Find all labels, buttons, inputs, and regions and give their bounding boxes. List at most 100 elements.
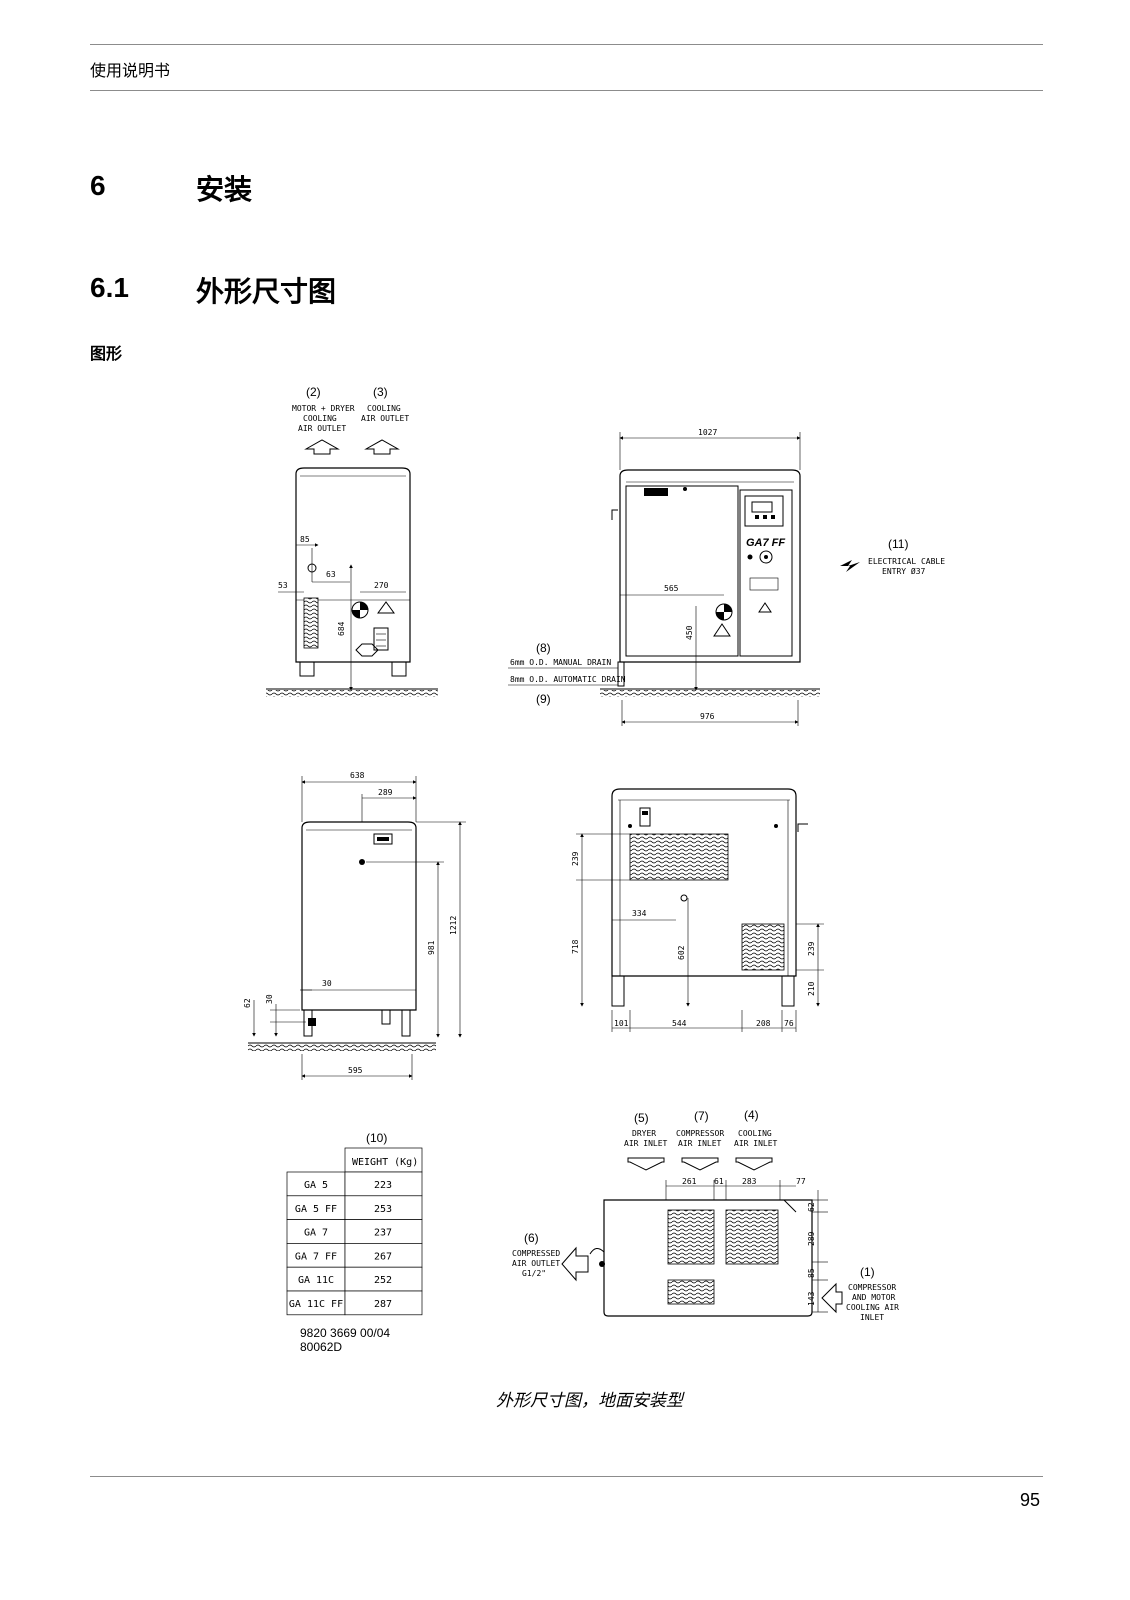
callout-1-text-3: COOLING AIR (846, 1303, 899, 1312)
callout-9-text: 8mm O.D. AUTOMATIC DRAIN (510, 675, 626, 684)
page-number: 95 (1020, 1490, 1041, 1510)
dim-143: 143 (807, 1291, 816, 1306)
inlet-arrow-icon (627, 1157, 665, 1171)
weight-table-weight: 223 (374, 1180, 392, 1191)
dim-62-top: 62 (807, 1202, 816, 1212)
dim-981: 981 (427, 940, 436, 955)
dim-718: 718 (571, 939, 580, 954)
weight-table-model: GA 11C (298, 1275, 334, 1286)
dim-53: 53 (278, 581, 288, 590)
weight-table-weight: 253 (374, 1204, 392, 1215)
callout-8-text: 6mm O.D. MANUAL DRAIN (510, 658, 611, 667)
callout-11: (11) (888, 537, 908, 551)
cooling-inlet-arrow-icon (821, 1282, 843, 1314)
weight-table-cell (344, 1290, 423, 1316)
dim-208: 208 (756, 1019, 771, 1028)
callout-3-text-1: COOLING (367, 404, 401, 413)
dim-976: 976 (700, 712, 715, 721)
dim-62-rear: 62 (243, 998, 252, 1008)
doc-ref-code: 80062D (300, 1340, 342, 1354)
weight-table-model: GA 7 (304, 1228, 328, 1239)
callout-5: (5) (634, 1111, 649, 1125)
callout-7-text-2: AIR INLET (678, 1139, 722, 1148)
callout-5-text-1: DRYER (632, 1129, 656, 1138)
header-rule-bottom (90, 90, 1043, 91)
top-view: (5) DRYER AIR INLET (7) COMPRESSOR AIR I… (512, 1108, 899, 1322)
model-badge: GA7 FF (746, 537, 785, 549)
dim-101: 101 (614, 1019, 629, 1028)
callout-3-text-2: AIR OUTLET (361, 414, 409, 423)
callout-5-text-2: AIR INLET (624, 1139, 668, 1148)
weight-table: (10) WEIGHT (Kg) GA 5 223 GA 5 FF 253 GA 7 23… (286, 1131, 423, 1354)
weight-table-model: GA 5 (304, 1180, 328, 1191)
callout-11-text-2: ENTRY Ø37 (882, 566, 926, 576)
weight-table-weight: 237 (374, 1228, 392, 1239)
dim-261: 261 (682, 1177, 697, 1186)
doc-ref-number: 9820 3669 00/04 (300, 1326, 390, 1340)
front-view: (2) MOTOR + DRYER COOLING AIR OUTLET (3)… (266, 385, 438, 697)
dim-30-vertical: 30 (265, 994, 274, 1004)
dim-595: 595 (348, 1066, 363, 1075)
dim-289: 289 (378, 788, 393, 797)
dim-30-horizontal: 30 (322, 979, 332, 988)
outlet-arrow-icon (364, 439, 400, 455)
callout-4-text-1: COOLING (738, 1129, 772, 1138)
rear-view: 638 289 1212 981 30 30 62 595 (243, 771, 466, 1080)
outlet-arrow-icon (304, 439, 340, 455)
callout-1-text-2: AND MOTOR (852, 1293, 896, 1302)
callout-8: (8) (536, 641, 551, 655)
dim-1027: 1027 (698, 428, 717, 437)
dim-85-front: 85 (300, 535, 310, 544)
weight-table-header: WEIGHT (Kg) (352, 1157, 418, 1168)
dim-283: 283 (742, 1177, 757, 1186)
weight-table-weight: 252 (374, 1275, 392, 1286)
callout-2-text-2: COOLING (303, 414, 337, 423)
weight-table-label: (10) (366, 1131, 387, 1145)
figure-caption: 外形尺寸图，地面安装型 (496, 1391, 683, 1411)
dim-270: 270 (374, 581, 389, 590)
back-view: 239 718 334 602 239 210 101 544 208 76 (571, 788, 824, 1032)
callout-7-text-1: COMPRESSOR (676, 1129, 724, 1138)
weight-table-weight: 287 (374, 1299, 392, 1310)
subsection-title: 外形尺寸图 (196, 276, 337, 307)
dim-638: 638 (350, 771, 365, 780)
callout-1: (1) (860, 1265, 875, 1279)
figure-label: 图形 (90, 344, 123, 363)
dim-450: 450 (685, 625, 694, 640)
outlet-arrow-icon (561, 1246, 589, 1282)
callout-2: (2) (306, 385, 321, 399)
weight-table-model: GA 5 FF (295, 1204, 337, 1215)
weight-table-model: GA 11C FF (289, 1299, 343, 1310)
dim-239-left: 239 (571, 851, 580, 866)
callout-3: (3) (373, 385, 388, 399)
callout-6-text-2: AIR OUTLET (512, 1259, 560, 1268)
callout-6: (6) (524, 1231, 539, 1245)
dim-210: 210 (807, 981, 816, 996)
weight-table-model: GA 7 FF (295, 1251, 337, 1262)
callout-2-text-3: AIR OUTLET (298, 424, 346, 433)
electrical-bolt-icon (840, 560, 860, 572)
subsection-number: 6.1 (90, 272, 129, 303)
dim-334: 334 (632, 909, 647, 918)
callout-4-text-2: AIR INLET (734, 1139, 778, 1148)
callout-7: (7) (694, 1109, 709, 1123)
dim-1212: 1212 (449, 916, 458, 935)
dim-289-top: 289 (807, 1231, 816, 1246)
callout-6-text-3: G1/2" (522, 1269, 546, 1278)
callout-11-text-1: ELECTRICAL CABLE (868, 557, 945, 566)
dim-684: 684 (337, 621, 346, 636)
inlet-arrow-icon (735, 1157, 773, 1171)
dim-63: 63 (326, 570, 336, 579)
section-number: 6 (90, 170, 106, 201)
callout-1-text-1: COMPRESSOR (848, 1283, 896, 1292)
callout-1-text-4: INLET (860, 1313, 884, 1322)
header-rule-top (90, 44, 1043, 45)
callout-6-text-1: COMPRESSED (512, 1249, 560, 1258)
dim-76: 76 (784, 1019, 794, 1028)
callout-9: (9) (536, 692, 551, 706)
dim-77: 77 (796, 1177, 806, 1186)
dim-61: 61 (714, 1177, 724, 1186)
dim-565: 565 (664, 584, 679, 593)
dim-544: 544 (672, 1019, 687, 1028)
